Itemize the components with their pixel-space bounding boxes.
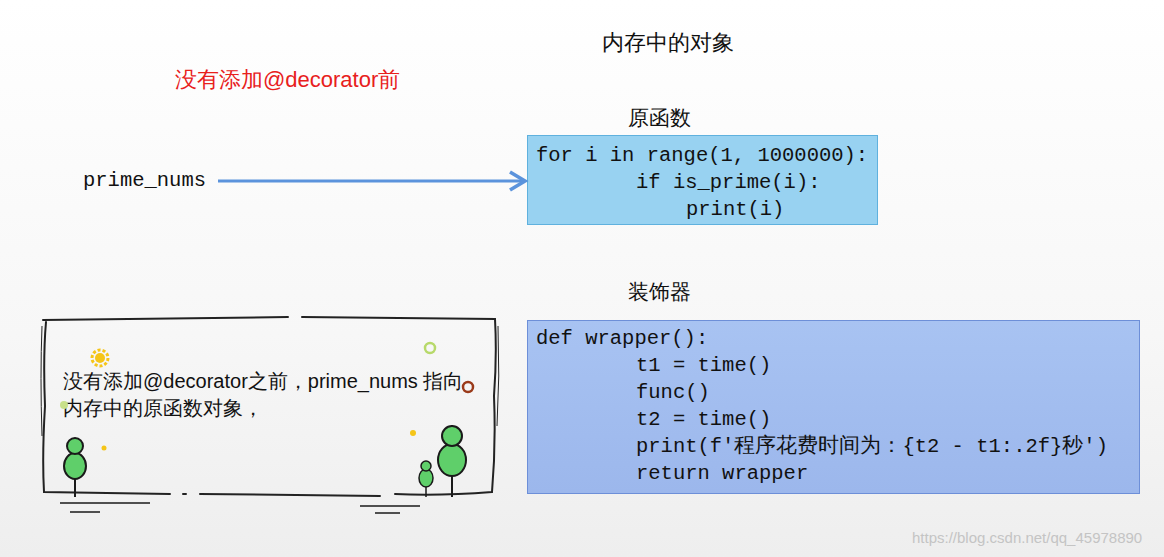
note-label: 没有添加@decorator前 [175, 67, 400, 93]
variable-name: prime_nums [83, 168, 213, 194]
deco-circle [425, 343, 435, 353]
code-line: t2 = time() [536, 406, 1139, 433]
node-text: prime_nums [83, 168, 213, 194]
deco-circle [463, 382, 473, 392]
code-line: print(i) [536, 196, 877, 223]
code-box: 原函数for i in range(1, 1000000):if is_prim… [527, 135, 878, 225]
ground-line [60, 502, 150, 504]
box-heading: 装饰器 [628, 280, 691, 304]
callout-text: 没有添加@decorator之前，prime_nums 指向内存中的原函数对象， [63, 368, 475, 422]
code-line: t1 = time() [536, 352, 1139, 379]
callout-box: 没有添加@decorator之前，prime_nums 指向内存中的原函数对象， [40, 316, 498, 498]
tree [419, 461, 433, 497]
diagram-title: 内存中的对象 [568, 30, 768, 56]
tree [64, 438, 86, 497]
tree [438, 425, 466, 497]
tree-crown [419, 469, 433, 487]
tree-trunk [451, 425, 453, 497]
tree-crown [438, 444, 466, 476]
sketch-border [41, 326, 499, 436]
ground-line [360, 505, 420, 507]
pointer-arrow [218, 180, 525, 183]
ground-lines [60, 503, 420, 513]
flower-center [95, 353, 105, 363]
code-box: 装饰器def wrapper():t1 = time()func()t2 = t… [527, 320, 1140, 494]
tree-crown [64, 453, 86, 479]
box-heading: 原函数 [628, 106, 691, 130]
flower-petals [92, 350, 108, 366]
code-line: func() [536, 379, 1139, 406]
tree-crown [442, 426, 462, 446]
tree-crown [67, 438, 83, 454]
code-line: for i in range(1, 1000000): [536, 142, 877, 169]
tree-crown [421, 461, 431, 471]
code-line: if is_prime(i): [536, 169, 877, 196]
code-line: def wrapper(): [536, 325, 1139, 352]
sun-flower [92, 350, 108, 366]
code-line: return wrapper [536, 460, 1139, 487]
tree-trunk [425, 462, 427, 497]
ground-line [70, 511, 100, 513]
sketch-border [43, 317, 496, 496]
watermark: https://blog.csdn.net/qq_45978890 [912, 529, 1142, 547]
deco-dot [102, 446, 107, 451]
ground-line [375, 512, 400, 514]
tree-trunk [74, 445, 76, 497]
code-line: print(f'程序花费时间为：{t2 - t1:.2f}秒') [536, 433, 1139, 460]
deco-dot [410, 430, 416, 436]
